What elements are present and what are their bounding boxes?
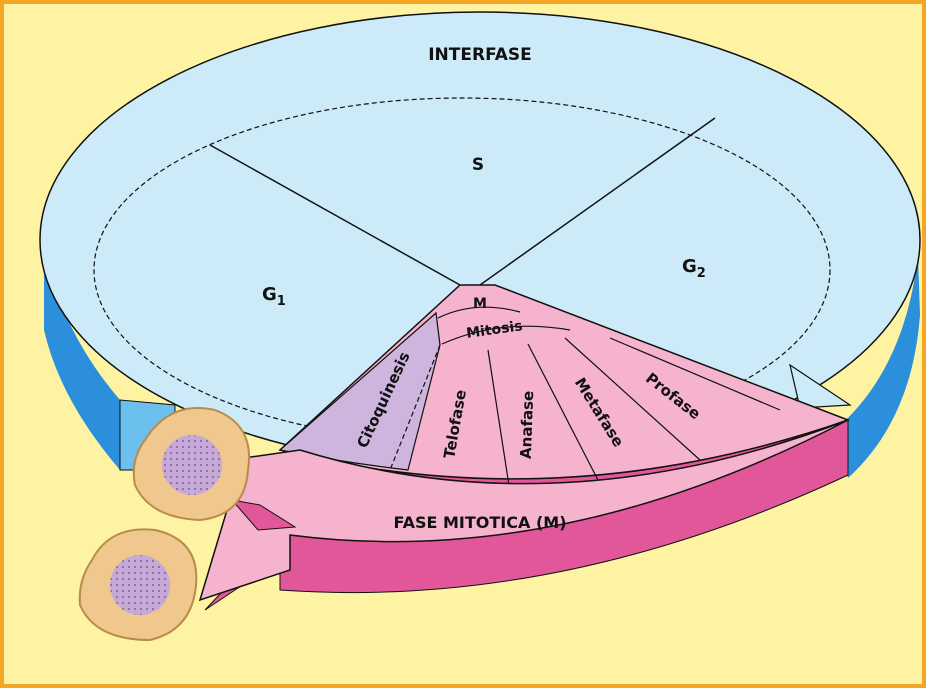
mitotic-phase-label: FASE MITOTICA (M): [394, 513, 567, 532]
g1-subscript: 1: [277, 294, 286, 309]
substage-anafase: Anafase: [517, 390, 537, 459]
s-phase-label: S: [472, 155, 484, 175]
m-label: M: [473, 296, 487, 312]
interphase-label: INTERFASE: [428, 45, 532, 65]
g2-letter: G: [682, 256, 697, 277]
g1-letter: G: [262, 284, 277, 305]
g2-subscript: 2: [697, 266, 706, 281]
